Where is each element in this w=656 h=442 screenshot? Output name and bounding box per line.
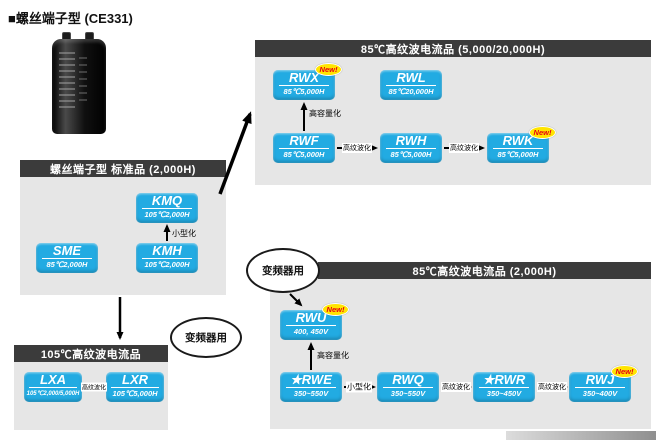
divider-line xyxy=(141,208,193,209)
inverter-use-oval-top: 变频器用 xyxy=(246,248,320,293)
product-box-lxa: LXA 105℃2,000/5,000H xyxy=(24,372,82,402)
product-box-rwu: RWU 400, 450V New! xyxy=(280,303,349,340)
product-name: RWF xyxy=(289,133,319,148)
product-name: KMH xyxy=(152,243,182,258)
product-name: RWH xyxy=(395,133,427,148)
divider-line xyxy=(278,148,330,149)
arrow-label-high-capacity: 高容量化 xyxy=(317,351,349,360)
product-name: RWL xyxy=(396,70,426,85)
product-spec: 85℃5,000H xyxy=(390,150,432,159)
divider-line xyxy=(382,387,434,388)
product-name: RWX xyxy=(288,70,320,85)
divider-line xyxy=(141,258,193,259)
divider-line xyxy=(41,258,93,259)
divider-line xyxy=(492,148,544,149)
divider-line xyxy=(285,387,337,388)
product-spec: 85℃5,000H xyxy=(283,87,325,96)
new-badge: New! xyxy=(315,63,342,76)
page-title: ■螺丝端子型 (CE331) xyxy=(8,11,133,26)
product-spec: 85℃2,000H xyxy=(46,260,88,269)
product-spec: 350~550V xyxy=(293,389,329,398)
product-box-rwl: RWL 85℃20,000H xyxy=(380,70,442,100)
product-box-kmq: KMQ 105℃2,000H xyxy=(136,193,198,223)
divider-line xyxy=(385,148,437,149)
arrow-label-high-ripple: 高纹波化 xyxy=(342,143,372,153)
product-box-sme: SME 85℃2,000H xyxy=(36,243,98,273)
product-spec: 85℃20,000H xyxy=(388,87,434,96)
product-name: LXR xyxy=(122,372,148,387)
product-name: ★RWR xyxy=(482,372,526,387)
product-name: RWK xyxy=(502,133,534,148)
group-header-ripple85-long: 85℃高纹波电流品 (5,000/20,000H) xyxy=(255,40,651,57)
product-spec: 105℃2,000H xyxy=(144,260,190,269)
group-header-ripple85-2000: 85℃高纹波电流品 (2,000H) xyxy=(318,262,651,279)
product-spec: 350~450V xyxy=(486,389,522,398)
capacitor-print-marks xyxy=(59,52,75,110)
group-header-ripple105: 105℃高纹波电流品 xyxy=(14,345,168,362)
product-name: SME xyxy=(52,243,82,258)
product-spec: 350~400V xyxy=(582,389,618,398)
product-box-rwq: RWQ 350~550V xyxy=(377,372,439,402)
group-title: 85℃高纹波电流品 (2,000H) xyxy=(412,265,557,278)
capacitor-print-marks xyxy=(79,57,87,103)
divider-line xyxy=(285,325,337,326)
product-spec: 400, 450V xyxy=(293,327,329,336)
product-name: KMQ xyxy=(151,193,183,208)
product-spec: 105℃2,000H xyxy=(144,210,190,219)
page-edge-decoration xyxy=(506,431,656,440)
product-name: RWQ xyxy=(392,372,424,387)
group-title: 85℃高纹波电流品 (5,000/20,000H) xyxy=(360,43,546,56)
product-spec: 85℃5,000H xyxy=(283,150,325,159)
product-spec: 105℃5,000H xyxy=(112,389,158,398)
capacitor-body xyxy=(52,39,106,134)
product-name: ★RWE xyxy=(290,372,332,387)
product-spec: 350~550V xyxy=(390,389,426,398)
divider-line xyxy=(29,387,77,388)
new-badge: New! xyxy=(529,126,556,139)
product-box-rwr: ★RWR 350~450V xyxy=(473,372,535,402)
divider-line xyxy=(278,85,330,86)
product-box-rwe: ★RWE 350~550V xyxy=(280,372,342,402)
product-box-rwk: RWK 85℃5,000H New! xyxy=(487,126,556,163)
arrow-label-high-ripple: 高纹波化 xyxy=(80,382,108,392)
product-spec: 85℃5,000H xyxy=(497,150,539,159)
arrow-label-high-ripple: 高纹波化 xyxy=(441,382,471,392)
arrow-label-miniaturize: 小型化 xyxy=(172,229,196,238)
arrow-label-high-ripple: 高纹波化 xyxy=(537,382,567,392)
divider-line xyxy=(385,85,437,86)
arrow-label-miniaturize: 小型化 xyxy=(346,381,372,393)
product-box-rwj: RWJ 350~400V New! xyxy=(569,365,638,402)
arrow-label-high-ripple: 高纹波化 xyxy=(449,143,479,153)
product-name: RWJ xyxy=(585,372,615,387)
product-box-lxr: LXR 105℃5,000H xyxy=(106,372,164,402)
new-badge: New! xyxy=(611,365,638,378)
divider-line xyxy=(574,387,626,388)
product-box-rwf: RWF 85℃5,000H xyxy=(273,133,335,163)
product-box-rwh: RWH 85℃5,000H xyxy=(380,133,442,163)
product-box-rwx: RWX 85℃5,000H New! xyxy=(273,63,342,100)
capacitor-photo xyxy=(52,32,106,134)
product-box-kmh: KMH 105℃2,000H xyxy=(136,243,198,273)
product-spec: 105℃2,000/5,000H xyxy=(26,391,80,397)
group-title: 105℃高纹波电流品 xyxy=(40,348,142,361)
group-header-standard: 螺丝端子型 标准品 (2,000H) xyxy=(20,160,226,177)
group-title: 螺丝端子型 标准品 (2,000H) xyxy=(50,163,196,176)
inverter-use-oval-bottom: 变频器用 xyxy=(170,317,242,358)
product-name: RWU xyxy=(295,310,327,325)
arrow-label-high-capacity: 高容量化 xyxy=(309,109,341,118)
product-name: LXA xyxy=(40,372,66,387)
new-badge: New! xyxy=(322,303,349,316)
divider-line xyxy=(478,387,530,388)
divider-line xyxy=(111,387,159,388)
